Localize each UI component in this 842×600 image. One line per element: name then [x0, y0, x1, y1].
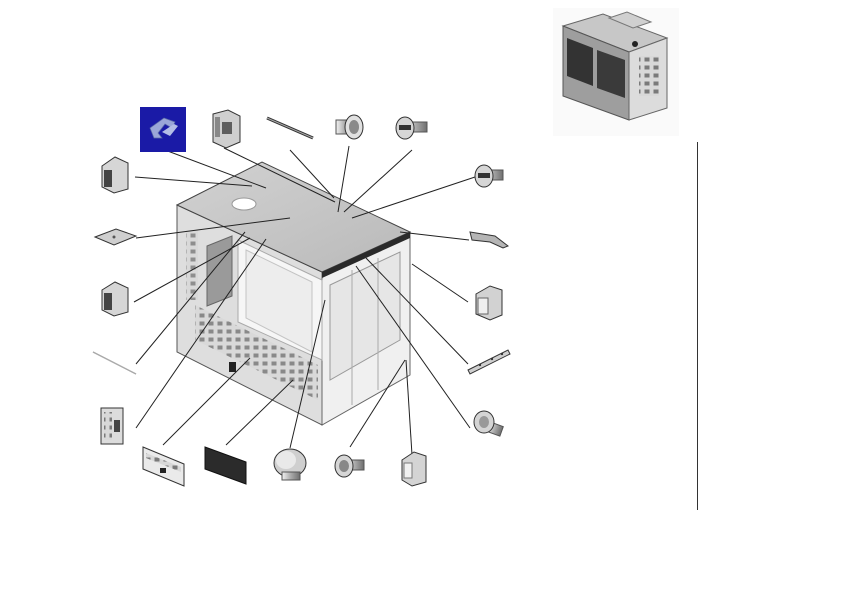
assembly-thumbnail-drawing — [561, 11, 669, 121]
knob-right[interactable] — [474, 164, 504, 188]
latch-lever[interactable] — [469, 231, 510, 249]
bracket-left-lower[interactable] — [101, 281, 129, 317]
panel-divider — [697, 142, 698, 510]
rail-bar[interactable] — [467, 349, 511, 375]
hinge-block[interactable] — [212, 109, 241, 149]
thumb-screw[interactable] — [473, 410, 504, 437]
cabinet-body — [175, 161, 412, 426]
corner-bracket[interactable] — [401, 451, 427, 487]
cover-plate[interactable] — [93, 228, 138, 246]
assembly-thumbnail[interactable] — [553, 8, 679, 136]
round-button[interactable] — [273, 448, 307, 481]
bracket-left-upper[interactable] — [101, 156, 129, 194]
selected-part-icon[interactable] — [140, 107, 186, 152]
leader-lines — [92, 145, 479, 456]
terminal-strip[interactable] — [100, 407, 124, 445]
rod[interactable] — [266, 116, 314, 140]
connector-plate[interactable] — [142, 446, 185, 487]
wire[interactable] — [92, 351, 137, 375]
knob[interactable] — [395, 116, 428, 140]
side-bracket-right[interactable] — [475, 285, 503, 321]
clip-knob[interactable] — [334, 454, 365, 478]
gasket-pad[interactable] — [204, 446, 247, 485]
cap-screw[interactable] — [335, 114, 364, 140]
